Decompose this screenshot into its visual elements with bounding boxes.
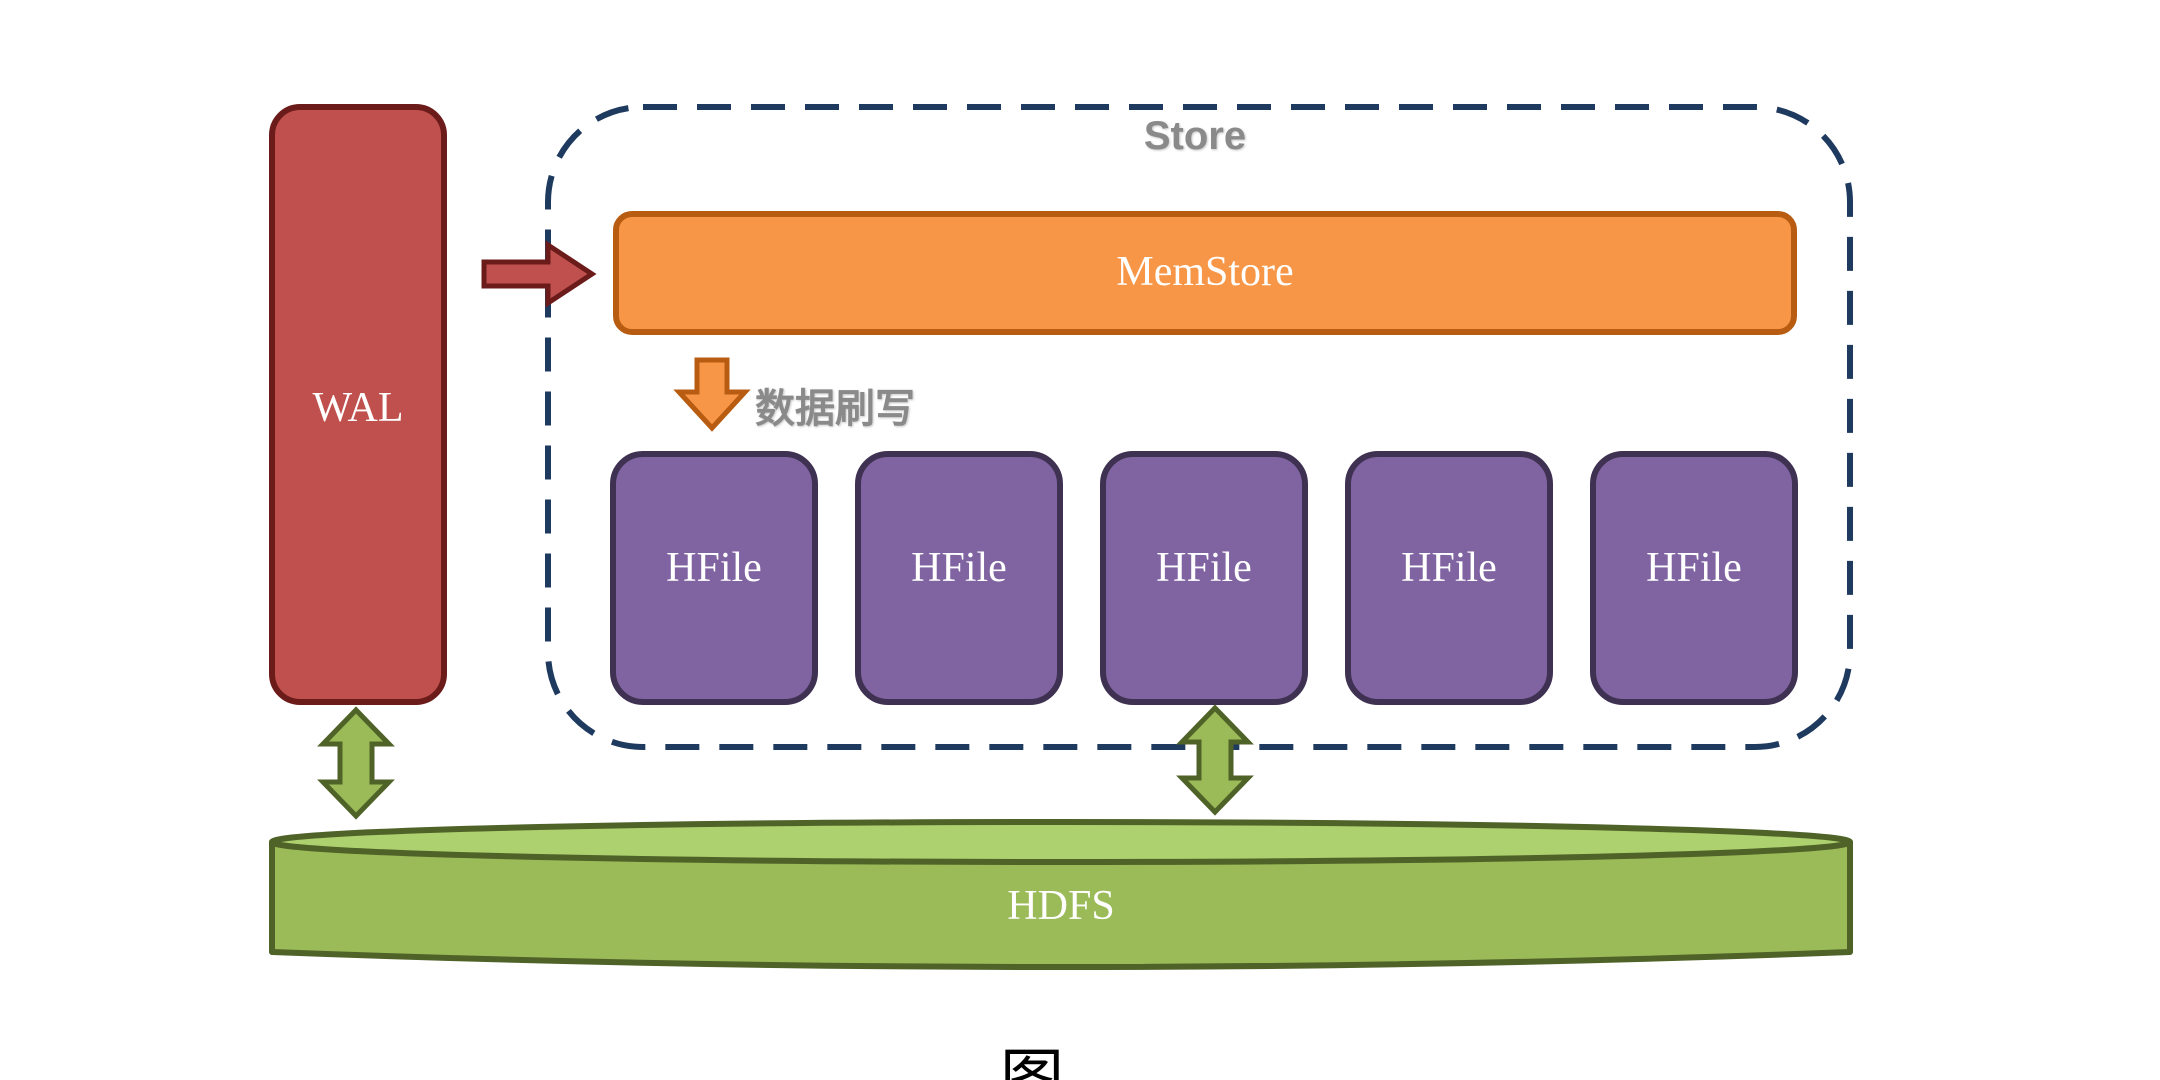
store-hdfs-double-arrow [1176,704,1254,816]
hfile-label-4: HFile [1401,545,1497,591]
memstore-block [613,211,1797,335]
hdfs-label: HDFS [1007,883,1115,929]
hfile-block-2 [855,451,1063,705]
hfile-block-4 [1345,451,1553,705]
wal-label: WAL [312,385,404,431]
wal-hdfs-double-arrow [317,706,395,820]
hfile-label-3: HFile [1156,545,1252,591]
memstore-label: MemStore [1116,249,1294,295]
flush-label: 数据刷写 [755,386,915,432]
hfile-label-2: HFile [911,545,1007,591]
hdfs-cylinder-body [269,839,1853,970]
hfile-block-1 [610,451,818,705]
flush-down-arrow [673,357,751,432]
wal-to-memstore-arrow [481,240,597,308]
store-container [545,104,1853,750]
hfile-block-5 [1590,451,1798,705]
hfile-label-5: HFile [1646,545,1742,591]
caption-fragment: 图 [1000,1048,1070,1080]
hfile-block-3 [1100,451,1308,705]
store-title: Store [1143,113,1247,158]
hdfs-cylinder-top [269,819,1853,865]
wal-block [269,104,447,705]
hfile-label-1: HFile [666,545,762,591]
